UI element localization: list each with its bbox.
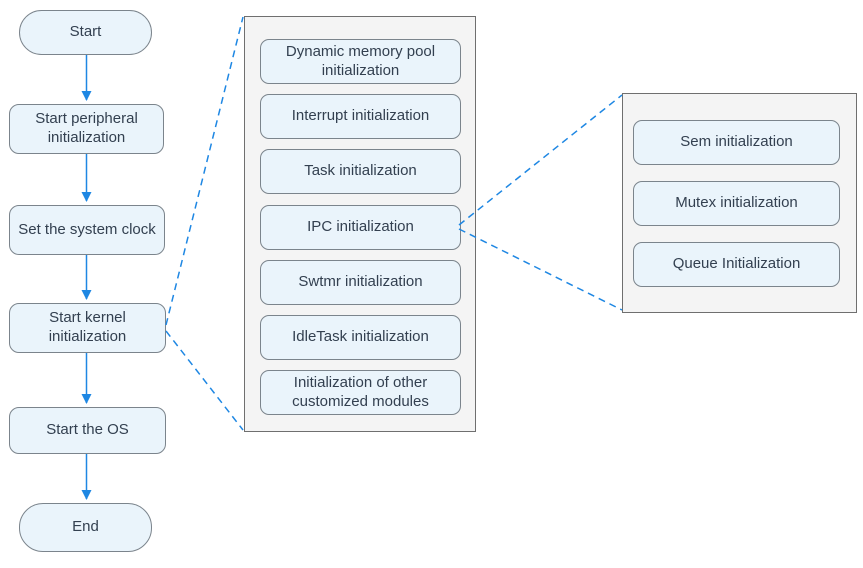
expand-line-kernel-top (165, 16, 244, 326)
expand-line-ipc-bottom (458, 228, 623, 311)
ipc-step-queue-init: Queue Initialization (633, 242, 840, 287)
ipc-init-detail-panel: Sem initialization Mutex initialization … (622, 93, 857, 313)
flow-node-start-os: Start the OS (9, 407, 166, 454)
kernel-step-task-init: Task initialization (260, 149, 461, 194)
kernel-step-ipc-init: IPC initialization (260, 205, 461, 250)
flow-node-start: Start (19, 10, 152, 55)
kernel-step-swtmr-init: Swtmr initialization (260, 260, 461, 305)
ipc-step-mutex-init: Mutex initialization (633, 181, 840, 226)
kernel-step-interrupt-init: Interrupt initialization (260, 94, 461, 139)
kernel-step-idletask-init: IdleTask initialization (260, 315, 461, 360)
flow-node-set-system-clock: Set the system clock (9, 205, 165, 255)
flow-node-kernel-init: Start kernel initialization (9, 303, 166, 353)
ipc-step-sem-init: Sem initialization (633, 120, 840, 165)
kernel-step-dynamic-memory-pool: Dynamic memory pool initialization (260, 39, 461, 84)
expand-line-ipc-top (458, 94, 623, 226)
kernel-step-other-modules: Initialization of other customized modul… (260, 370, 461, 415)
kernel-init-detail-panel: Dynamic memory pool initialization Inter… (244, 16, 476, 432)
flow-node-end: End (19, 503, 152, 552)
flow-node-peripheral-init: Start peripheral initialization (9, 104, 164, 154)
expand-line-kernel-bottom (165, 330, 244, 431)
